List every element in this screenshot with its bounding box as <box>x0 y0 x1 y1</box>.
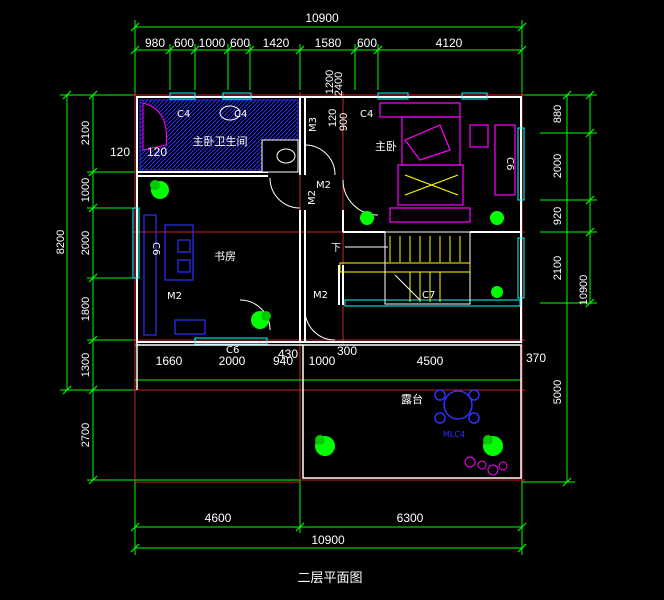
dim-left-part: 2000 <box>80 231 92 255</box>
walls <box>136 96 522 343</box>
dim-top-part: 4120 <box>436 36 463 50</box>
dim-top-part: 1420 <box>263 36 290 50</box>
dim-mid: 300 <box>337 344 357 358</box>
dim-top-part: 600 <box>357 36 377 50</box>
rocks <box>464 456 508 476</box>
dim-top-part: 980 <box>145 36 165 50</box>
dim-top-part: 600 <box>174 36 194 50</box>
tag-window: C6 <box>504 157 515 170</box>
plants <box>150 180 504 456</box>
staircase <box>339 231 471 305</box>
study-furniture <box>143 214 206 336</box>
dim-right-part: 5000 <box>552 380 564 404</box>
tag-window: C4 <box>360 109 373 120</box>
tag-window: C6 <box>150 242 161 255</box>
dim-left-inner: 120 <box>147 145 167 159</box>
dim-top-part: 1000 <box>199 36 226 50</box>
dim-right-part: 920 <box>552 207 564 225</box>
room-label-terrace: 露台 <box>401 392 423 406</box>
tag-window: C4 <box>177 109 190 120</box>
dimension-ticks <box>62 22 595 553</box>
tag-window: C4 <box>234 109 247 120</box>
terrace-table <box>434 389 480 424</box>
dim-left-inner: 120 <box>110 145 130 159</box>
terrace <box>136 342 522 479</box>
door-swings <box>239 144 379 341</box>
room-label-study: 书房 <box>214 250 236 263</box>
dim-top-part: 600 <box>230 36 250 50</box>
dim-left-part: 2700 <box>80 423 92 447</box>
dim-right-part: 880 <box>552 105 564 123</box>
tag-door: M2 <box>167 291 182 302</box>
room-label-master-bed: 主卧 <box>375 140 397 153</box>
dim-mid: 940 <box>273 354 293 368</box>
dim-right-part: 2000 <box>552 154 564 178</box>
windows <box>132 92 525 345</box>
dim-left-part: 2100 <box>80 121 92 145</box>
tag-door: M2 <box>316 180 331 191</box>
dim-right-part: 2100 <box>552 256 564 280</box>
dim-left-part: 1800 <box>80 297 92 321</box>
dim-stair-small: 120 <box>327 109 339 127</box>
drawing-title: 二层平面图 <box>297 571 362 586</box>
tag-window: C7 <box>422 290 435 301</box>
dim-left-total: 8200 <box>55 230 67 254</box>
dim-mid: 4500 <box>417 354 444 368</box>
master-bathroom <box>139 99 299 173</box>
dim-stair-small: 900 <box>338 113 350 131</box>
dim-mid: 1660 <box>156 354 183 368</box>
dim-stair-small: 1200 <box>324 70 336 94</box>
dim-mid: 1000 <box>309 354 336 368</box>
tag-stair-direction: 下 <box>331 243 341 254</box>
dim-left-part: 1000 <box>80 178 92 202</box>
tag-window: C6 <box>226 345 239 356</box>
tag-door: MLC4 <box>443 430 465 439</box>
dim-mid: 430 <box>278 347 298 361</box>
dim-top-part: 1580 <box>315 36 342 50</box>
tag-door: M2 <box>313 290 328 301</box>
dim-bottom-part: 6300 <box>397 511 424 525</box>
dim-top-total: 10900 <box>305 11 339 25</box>
dim-right-extra: 370 <box>526 351 546 365</box>
dim-bottom-part: 4600 <box>205 511 232 525</box>
room-label-master-bath: 主卧卫生间 <box>193 134 248 148</box>
master-bedroom-furniture <box>379 102 516 223</box>
tag-door: M3 <box>308 117 319 132</box>
tag-door: M2 <box>307 190 318 205</box>
dim-left-part: 1300 <box>80 353 92 377</box>
dim-mid: 2000 <box>219 354 246 368</box>
dim-right-total: 10900 <box>578 275 590 306</box>
dim-bottom-total: 10900 <box>311 533 345 547</box>
dim-stair-small: 2400 <box>333 72 345 96</box>
